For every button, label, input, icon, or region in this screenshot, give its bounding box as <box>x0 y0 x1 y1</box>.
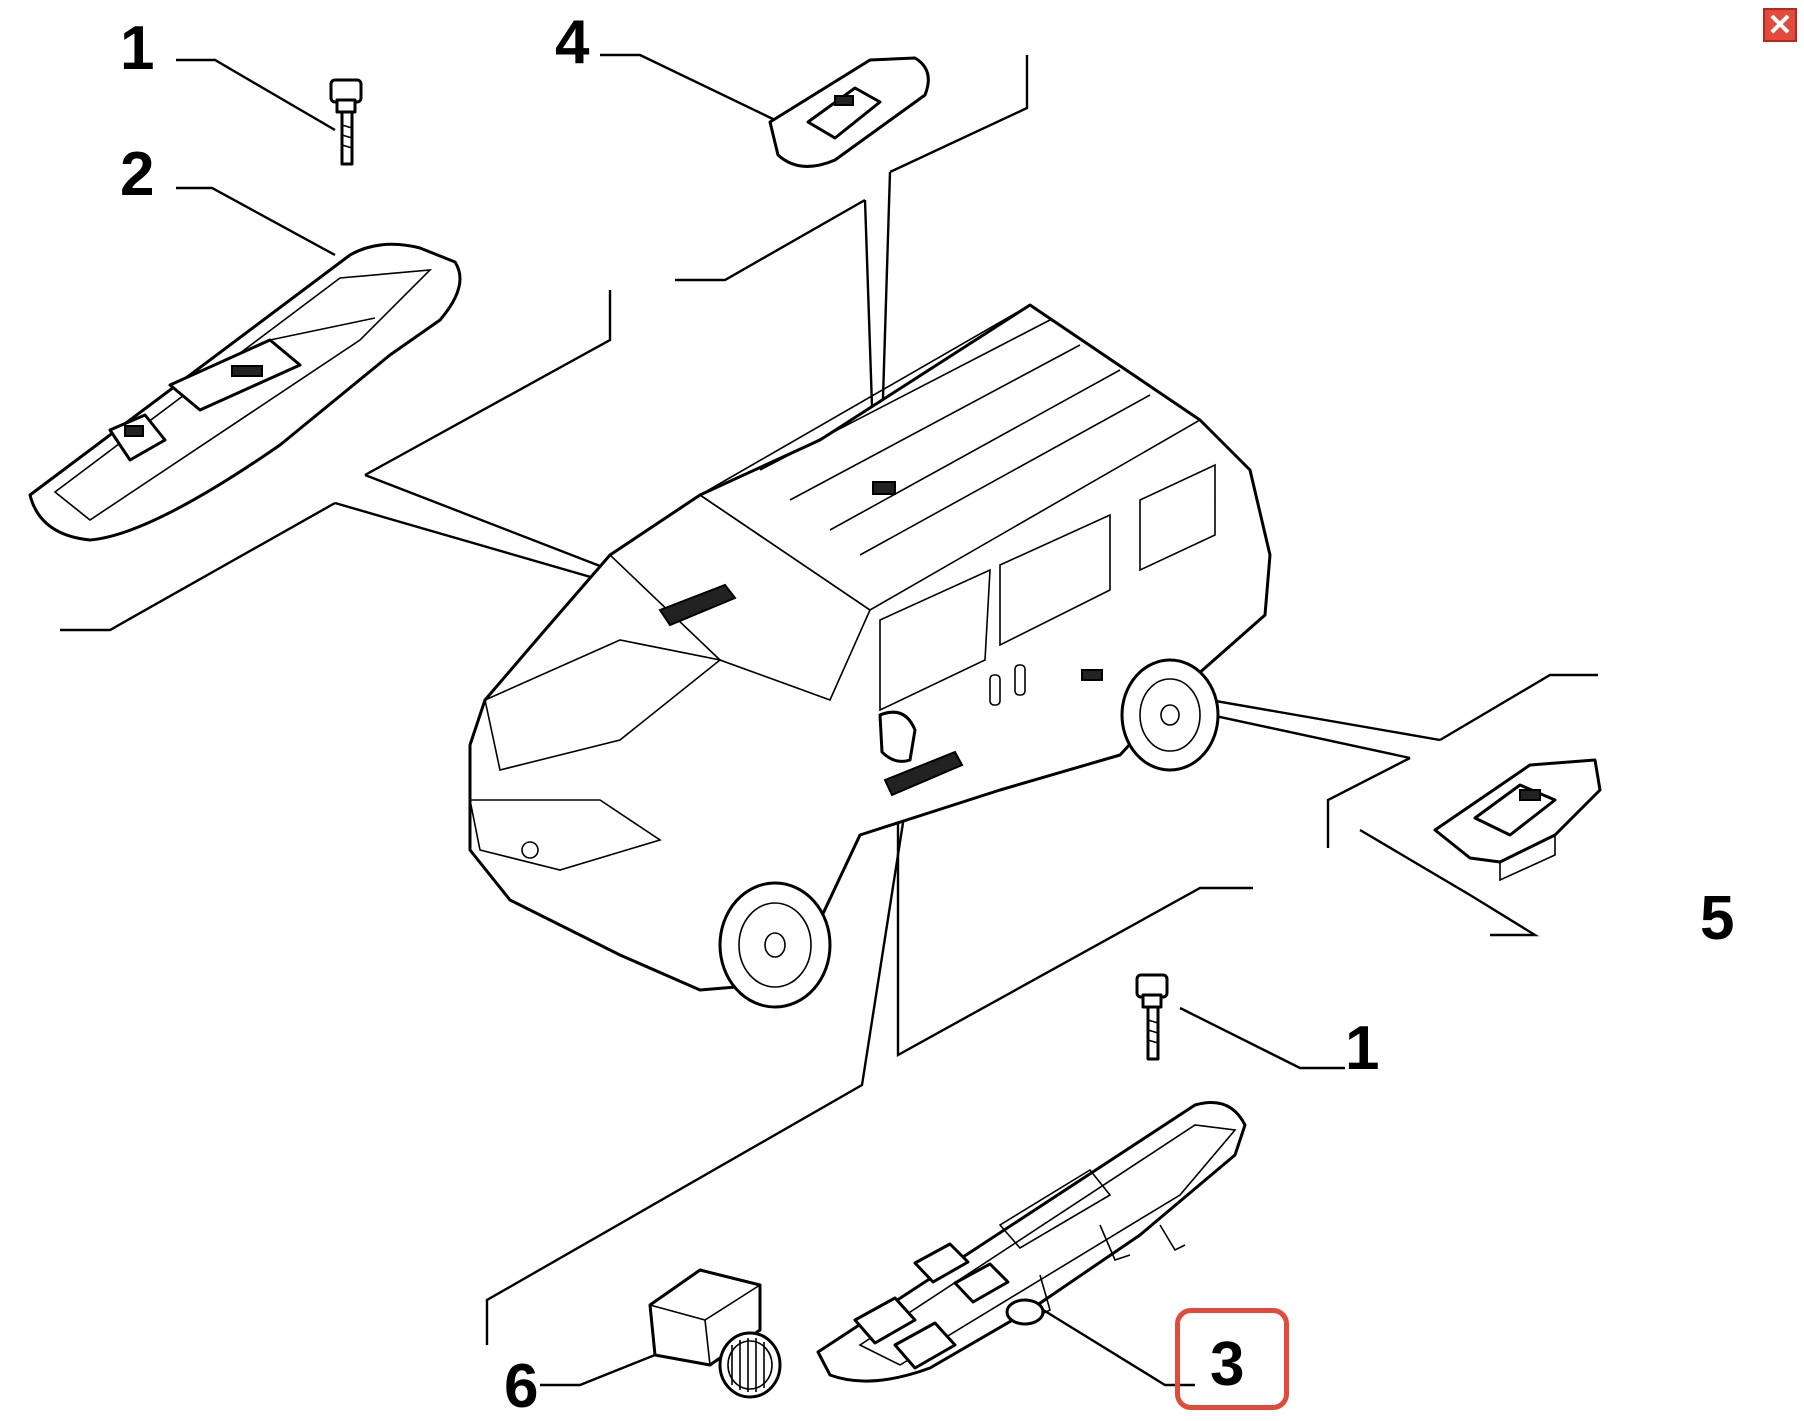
close-icon: ✕ <box>1767 8 1793 42</box>
callout-label: 1 <box>1345 1014 1380 1083</box>
callout-label: 5 <box>1700 884 1735 953</box>
callout-label-highlighted[interactable]: 3 <box>1210 1330 1245 1399</box>
highlight-box <box>1175 1308 1289 1410</box>
callout-label: 1 <box>120 14 155 83</box>
callout-label: 4 <box>555 8 590 77</box>
callout-label: 6 <box>504 1352 539 1421</box>
mirror-knob-icon <box>648 1268 782 1399</box>
callout-label: 2 <box>120 140 155 209</box>
driver-switch-panel-icon <box>816 1101 1247 1383</box>
close-button[interactable]: ✕ <box>1763 8 1797 42</box>
roof-switch-icon <box>768 56 930 168</box>
door-switch-panel-icon <box>28 242 462 542</box>
rear-door-switch-icon <box>1433 758 1602 882</box>
bolt-icon <box>329 78 363 166</box>
vehicle-illustration <box>468 303 1272 1009</box>
bolt-lower-icon <box>1135 973 1169 1061</box>
